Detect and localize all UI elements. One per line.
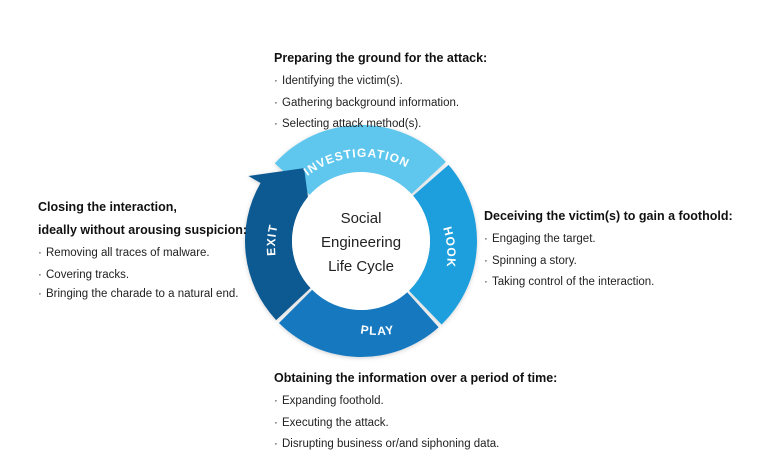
list-item: ·Executing the attack. — [274, 416, 389, 429]
play-segment — [278, 289, 439, 357]
list-item: ·Taking control of the interaction. — [484, 276, 655, 288]
investigation-title: Preparing the ground for the attack: — [274, 51, 488, 65]
list-item: ·Covering tracks. — [38, 268, 130, 281]
center-title-line3: Life Cycle — [328, 258, 394, 275]
hook-title: Deceiving the victim(s) to gain a footho… — [484, 209, 733, 223]
play-description: Obtaining the information over a period … — [274, 368, 557, 456]
list-item: ·Bringing the charade to a natural end. — [38, 288, 239, 300]
investigation-description: Preparing the ground for the attack: ·Id… — [274, 48, 487, 136]
exit-segment — [244, 168, 311, 321]
hook-description: Deceiving the victim(s) to gain a footho… — [484, 206, 733, 294]
hook-segment — [408, 164, 477, 325]
list-item: ·Engaging the target. — [484, 233, 596, 245]
play-title: Obtaining the information over a period … — [274, 371, 558, 385]
center-title-line1: Social — [341, 210, 382, 227]
list-item: ·Identifying the victim(s). — [274, 75, 403, 87]
exit-label: EXIT — [264, 223, 281, 256]
investigation-segment — [274, 125, 446, 195]
list-item: ·Disrupting business or/and siphoning da… — [274, 438, 500, 450]
exit-title-line1: Closing the interaction, — [38, 200, 177, 214]
exit-title-line2: ideally without arousing suspicion: — [38, 223, 248, 237]
list-item: ·Expanding foothold. — [274, 395, 384, 407]
list-item: ·Removing all traces of malware. — [38, 247, 210, 259]
center-circle — [292, 172, 430, 310]
list-item: ·Selecting attack method(s). — [274, 118, 422, 130]
exit-description: Closing the interaction, ideally without… — [38, 197, 247, 302]
list-item: ·Spinning a story. — [484, 254, 577, 267]
play-label: PLAY — [360, 323, 396, 339]
list-item: ·Gathering background information. — [274, 96, 460, 109]
center-title-line2: Engineering — [321, 234, 401, 251]
